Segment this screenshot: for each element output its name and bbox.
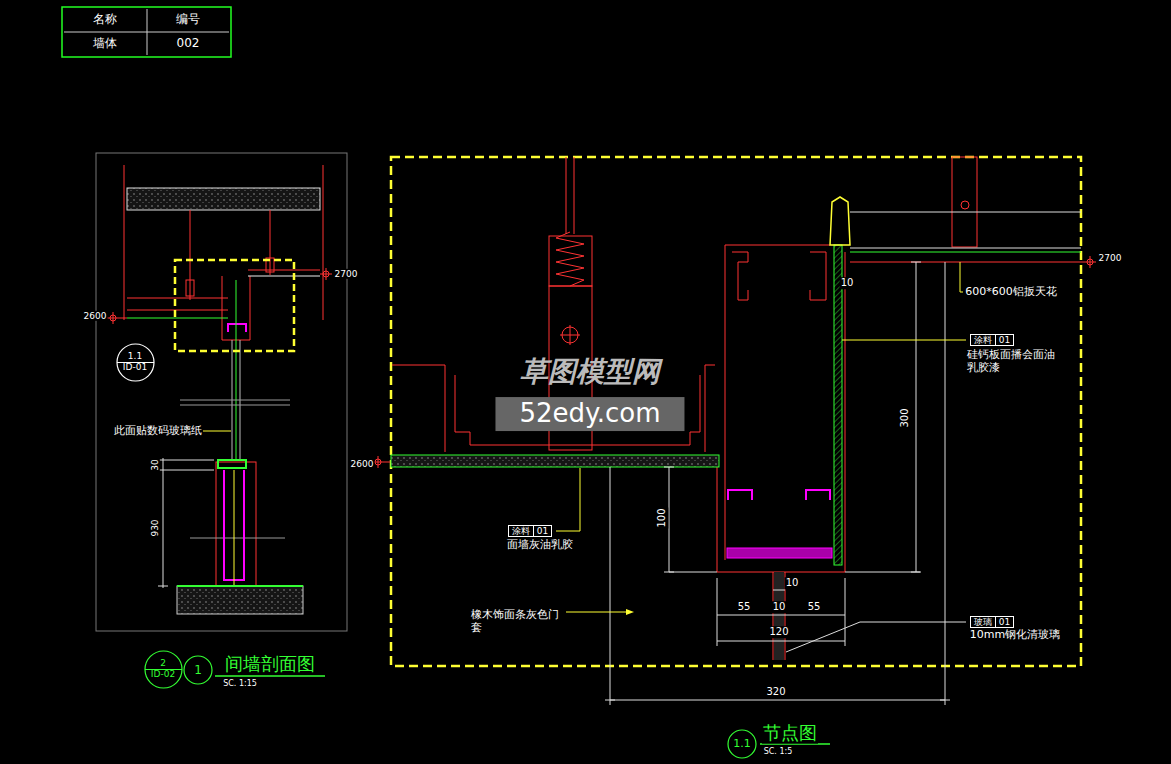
table-cell: 名称 xyxy=(92,13,118,27)
elevation-mark: 2600 xyxy=(350,459,375,469)
dimension: 10 xyxy=(772,601,787,613)
watermark: 草图模型网 xyxy=(519,356,661,388)
node-text: 1 xyxy=(193,663,203,677)
elevation-mark: 2700 xyxy=(334,269,359,279)
material-note: 10mm钢化清玻璃 xyxy=(969,629,1061,642)
drawing-title: 节点图 xyxy=(762,723,818,744)
node-text: 涂料 xyxy=(509,526,533,537)
drawing-title: 间墙剖面图 xyxy=(224,654,316,675)
dimension: 320 xyxy=(765,686,786,698)
material-note: 600*600铝扳天花 xyxy=(964,286,1058,299)
material-tag: 涂料01 xyxy=(508,525,552,538)
dimension: 55 xyxy=(737,601,752,613)
node-text: 01 xyxy=(995,617,1013,628)
material-tag: 涂料01 xyxy=(970,334,1014,347)
callout-circle: 1.1 xyxy=(727,729,757,759)
node-text: ID-01 xyxy=(122,362,148,373)
note: 此面贴数码玻璃纸 xyxy=(113,425,203,438)
scale-note: SC. 1:5 xyxy=(763,747,794,756)
dimension: 300 xyxy=(899,407,911,428)
dimension: 930 xyxy=(150,518,160,537)
wall-section xyxy=(96,153,347,676)
callout-circle: 2ID-02 xyxy=(144,650,183,689)
dimension: 30 xyxy=(150,458,160,471)
table-cell: 墙体 xyxy=(92,37,118,51)
dimension: 10 xyxy=(785,577,800,589)
callout-circle: 1 xyxy=(183,655,213,685)
material-note: 面墙灰油乳胶 xyxy=(506,539,574,552)
scale-note: SC. 1:15 xyxy=(222,679,258,688)
node-text: 01 xyxy=(533,526,551,537)
node-text: 2 xyxy=(159,658,167,669)
callout-circle: 1.1ID-01 xyxy=(116,343,155,382)
dimension: 55 xyxy=(807,601,822,613)
material-note: 硅钙板面播会面油 乳胶漆 xyxy=(966,349,1060,374)
node-text: 涂料 xyxy=(971,335,995,346)
material-note: 橡木饰面条灰色门 套 xyxy=(470,609,564,634)
node-text: 01 xyxy=(995,335,1013,346)
node-text: 玻璃 xyxy=(971,617,995,628)
table-cell: 002 xyxy=(176,37,201,51)
node-detail xyxy=(372,157,1096,744)
material-tag: 玻璃01 xyxy=(970,616,1014,629)
elevation-mark: 2600 xyxy=(83,311,108,321)
node-text: ID-02 xyxy=(150,669,176,680)
title-table xyxy=(62,7,231,57)
dimension: 10 xyxy=(840,277,855,289)
watermark: 52edy.com xyxy=(495,397,684,431)
elevation-mark: 2700 xyxy=(1098,253,1123,263)
node-text: 1.1 xyxy=(732,737,752,750)
dimension: 100 xyxy=(656,507,668,528)
dimension: 120 xyxy=(768,626,789,638)
table-cell: 编号 xyxy=(175,13,201,27)
node-text: 1.1 xyxy=(127,351,143,362)
